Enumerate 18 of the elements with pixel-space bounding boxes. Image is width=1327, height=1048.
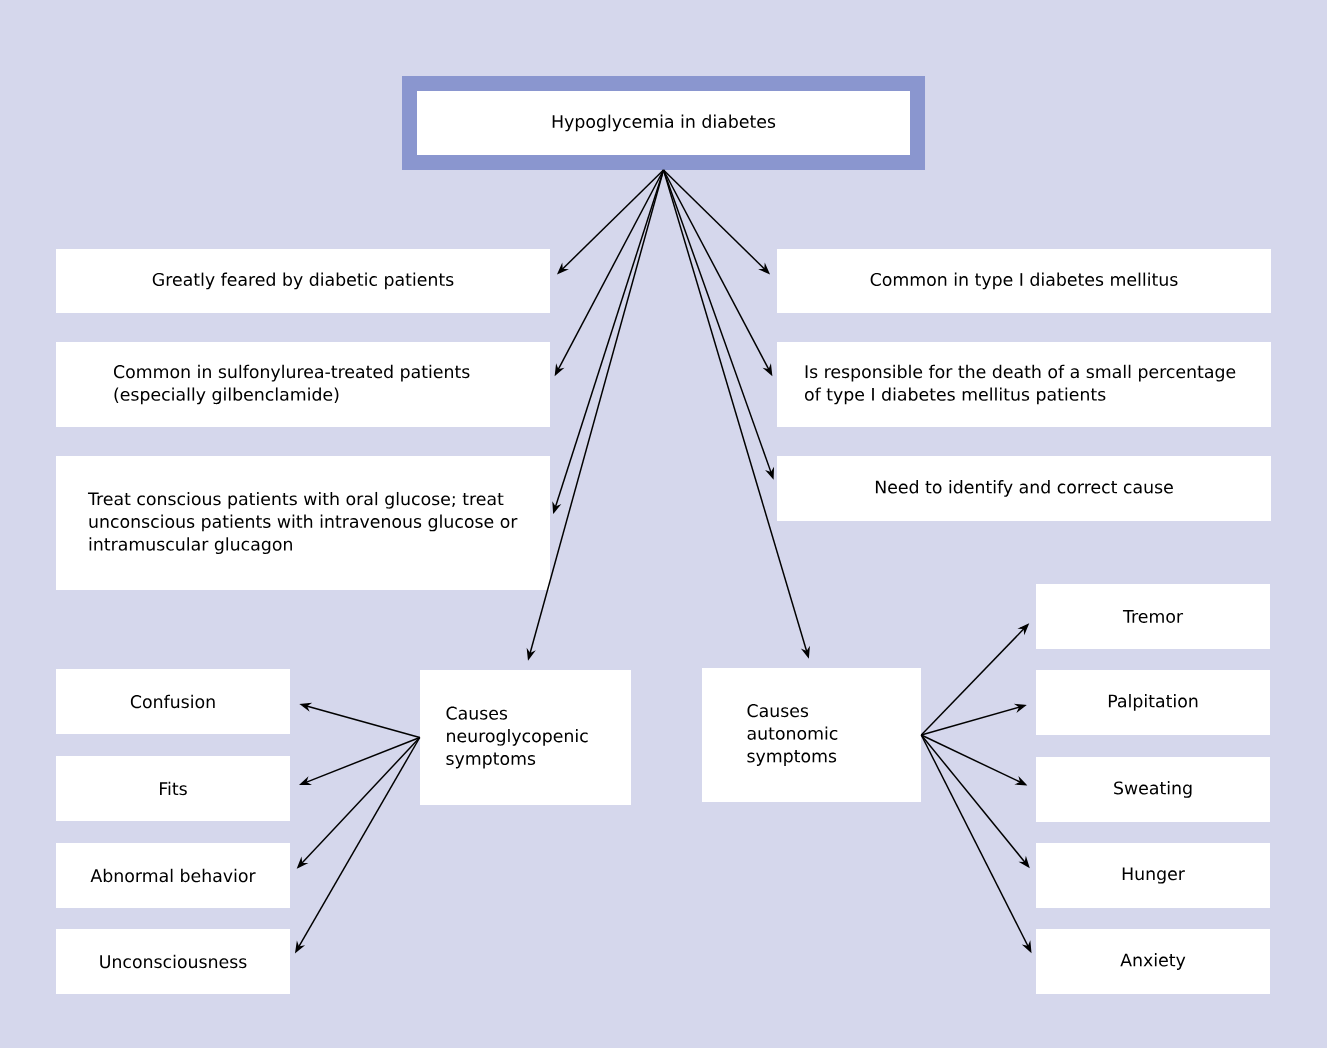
text-box: Tremor xyxy=(1036,584,1270,649)
text-box: Sweating xyxy=(1036,757,1270,822)
text-box: Anxiety xyxy=(1036,929,1270,994)
text-box: Abnormal behavior xyxy=(56,843,290,908)
text-box: Common in type I diabetes mellitus xyxy=(777,249,1271,313)
text-box: Hunger xyxy=(1036,843,1270,908)
text-box: Unconsciousness xyxy=(56,929,290,994)
text-box: Treat conscious patients with oral glucose; treat unconscious patients with intravenous glucose or intramuscular glucagon xyxy=(56,456,550,590)
text-box: Causes autonomic symptoms xyxy=(702,668,921,802)
text-box: Need to identify and correct cause xyxy=(777,456,1271,521)
title-box: Hypoglycemia in diabetes xyxy=(402,76,925,170)
text-box: Greatly feared by diabetic patients xyxy=(56,249,550,313)
text-box: Palpitation xyxy=(1036,670,1270,735)
text-box: Confusion xyxy=(56,669,290,734)
text-box: Is responsible for the death of a small percentage of type I diabetes mellitus patients xyxy=(777,342,1271,427)
text-box: Fits xyxy=(56,756,290,821)
text-box: Common in sulfonylurea-treated patients (especially gilbenclamide) xyxy=(56,342,550,427)
text-box: Causes neuroglycopenic symptoms xyxy=(420,670,631,805)
